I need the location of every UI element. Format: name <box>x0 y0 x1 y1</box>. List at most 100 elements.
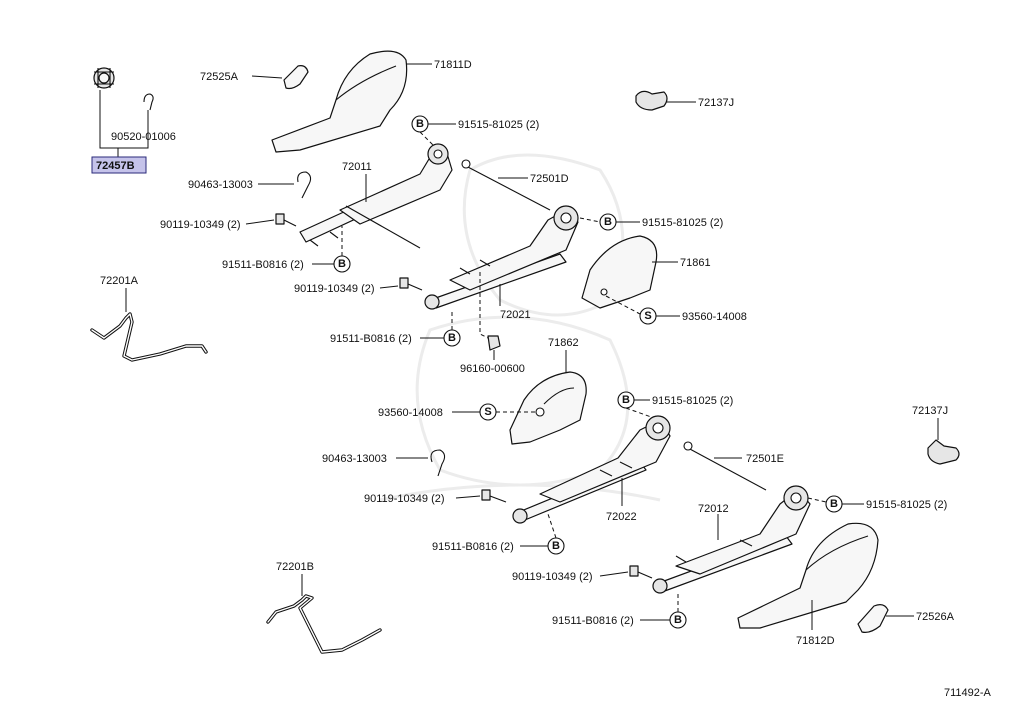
end-cap-icon <box>927 439 960 465</box>
svg-text:93560-14008: 93560-14008 <box>682 311 747 323</box>
cover-cap-icon <box>283 65 309 90</box>
knob-group: 90520-01006 72457B <box>91 67 176 174</box>
svg-text:72011: 72011 <box>342 161 372 173</box>
svg-text:90463-13003: 90463-13003 <box>322 453 387 465</box>
bolt-icon <box>629 565 653 579</box>
svg-text:B: B <box>416 118 424 130</box>
part-90119-d: 90119-10349 (2) <box>512 565 653 583</box>
svg-text:72021: 72021 <box>500 309 531 321</box>
svg-text:72022: 72022 <box>606 511 637 523</box>
svg-text:72012: 72012 <box>698 503 729 515</box>
part-96160: 96160-00600 <box>460 272 525 375</box>
svg-text:B: B <box>448 332 456 344</box>
part-71812D: 71812D <box>737 522 879 647</box>
svg-text:72501E: 72501E <box>746 453 784 465</box>
part-72201B-wire: 72201B <box>266 561 382 654</box>
svg-text:72501D: 72501D <box>530 173 569 185</box>
svg-text:71811D: 71811D <box>434 59 472 71</box>
part-91511-a: B 91511-B0816 (2) <box>222 226 351 273</box>
label-90520: 90520-01006 <box>111 131 176 143</box>
part-91515-right-top: B 91515-81025 (2) <box>579 213 723 231</box>
part-72137J-right: 72137J <box>912 405 960 465</box>
bolt-icon <box>399 277 423 291</box>
svg-text:93560-14008: 93560-14008 <box>378 407 443 419</box>
part-72137J-top: 72137J <box>635 90 734 111</box>
svg-text:91511-B0816 (2): 91511-B0816 (2) <box>552 615 634 627</box>
clip-icon <box>143 93 154 111</box>
diagram-code: 711492-A <box>944 687 992 699</box>
part-91511-c: B 91511-B0816 (2) <box>432 513 565 555</box>
badge-91515-top: B 91515-81025 (2) <box>411 115 539 149</box>
nut-icon <box>487 335 501 351</box>
shield-bracket-icon <box>509 371 587 445</box>
svg-text:71861: 71861 <box>680 257 711 269</box>
svg-text:72137J: 72137J <box>912 405 948 417</box>
svg-text:S: S <box>484 406 491 418</box>
svg-text:B: B <box>604 216 612 228</box>
part-90119-c: 90119-10349 (2) <box>364 489 507 505</box>
svg-text:71862: 71862 <box>548 337 579 349</box>
part-72501D-rod: 72501D <box>345 159 569 249</box>
label-72457B[interactable]: 72457B <box>96 160 135 172</box>
part-72022-rail: 72022 <box>512 415 671 524</box>
part-91511-d: B 91511-B0816 (2) <box>552 592 687 629</box>
svg-text:B: B <box>552 540 560 552</box>
bolt-icon <box>481 489 507 503</box>
svg-text:91515-81025 (2): 91515-81025 (2) <box>642 217 723 229</box>
svg-text:91511-B0816 (2): 91511-B0816 (2) <box>432 541 514 553</box>
part-71811D: 71811D <box>271 50 472 153</box>
svg-text:72201B: 72201B <box>276 561 314 573</box>
highlight-72457B[interactable] <box>91 156 147 174</box>
svg-text:91515-81025 (2): 91515-81025 (2) <box>458 119 539 131</box>
end-cap-icon <box>635 90 668 111</box>
part-91515-right-bot: B 91515-81025 (2) <box>807 495 947 513</box>
part-72012-rail: 72012 <box>652 485 811 594</box>
svg-text:B: B <box>674 614 682 626</box>
svg-text:71812D: 71812D <box>796 635 835 647</box>
part-91511-b: B 91511-B0816 (2) <box>330 310 461 347</box>
part-90119-a: 90119-10349 (2) <box>160 213 297 231</box>
part-72201A-wire: 72201A <box>90 275 208 362</box>
svg-text:96160-00600: 96160-00600 <box>460 363 525 375</box>
part-72501E-rod: 72501E <box>683 441 784 491</box>
adjust-knob-icon <box>93 67 115 89</box>
svg-text:91511-B0816 (2): 91511-B0816 (2) <box>222 259 304 271</box>
svg-text:90119-10349 (2): 90119-10349 (2) <box>512 571 593 583</box>
svg-text:B: B <box>622 394 630 406</box>
svg-text:90463-13003: 90463-13003 <box>188 179 253 191</box>
part-90463-top: 90463-13003 <box>188 171 312 199</box>
svg-text:B: B <box>830 498 838 510</box>
svg-text:72201A: 72201A <box>100 275 139 287</box>
part-71861: 71861 <box>581 235 711 309</box>
svg-text:72526A: 72526A <box>916 611 955 623</box>
part-90463-mid: 90463-13003 <box>322 449 446 477</box>
spring-clip-icon <box>430 449 446 477</box>
svg-text:B: B <box>338 258 346 270</box>
part-91515-mid: B 91515-81025 (2) <box>617 391 733 419</box>
svg-text:S: S <box>644 310 651 322</box>
side-shield-icon <box>581 235 658 309</box>
part-93560-mid: S 93560-14008 <box>378 403 536 421</box>
watermark <box>379 153 661 502</box>
svg-text:91515-81025 (2): 91515-81025 (2) <box>866 499 947 511</box>
cover-cap-icon <box>857 604 889 633</box>
svg-text:72525A: 72525A <box>200 71 239 83</box>
part-72525A: 72525A <box>200 65 309 90</box>
spring-clip-icon <box>297 171 312 199</box>
part-72011-rail: 72011 <box>299 143 453 247</box>
shield-cover-icon <box>271 50 408 153</box>
svg-text:90119-10349 (2): 90119-10349 (2) <box>364 493 445 505</box>
svg-text:91511-B0816 (2): 91511-B0816 (2) <box>330 333 412 345</box>
svg-text:90119-10349 (2): 90119-10349 (2) <box>294 283 375 295</box>
svg-text:91515-81025 (2): 91515-81025 (2) <box>652 395 733 407</box>
part-93560-top: S 93560-14008 <box>605 295 747 325</box>
part-71862: 71862 <box>509 337 587 445</box>
shield-cover-icon <box>737 522 879 629</box>
bolt-icon <box>275 213 297 227</box>
svg-text:90119-10349 (2): 90119-10349 (2) <box>160 219 241 231</box>
part-90119-b: 90119-10349 (2) <box>294 277 423 295</box>
svg-text:72137J: 72137J <box>698 97 734 109</box>
part-72021-rail: 72021 <box>424 205 579 321</box>
part-72526A: 72526A <box>857 604 955 633</box>
